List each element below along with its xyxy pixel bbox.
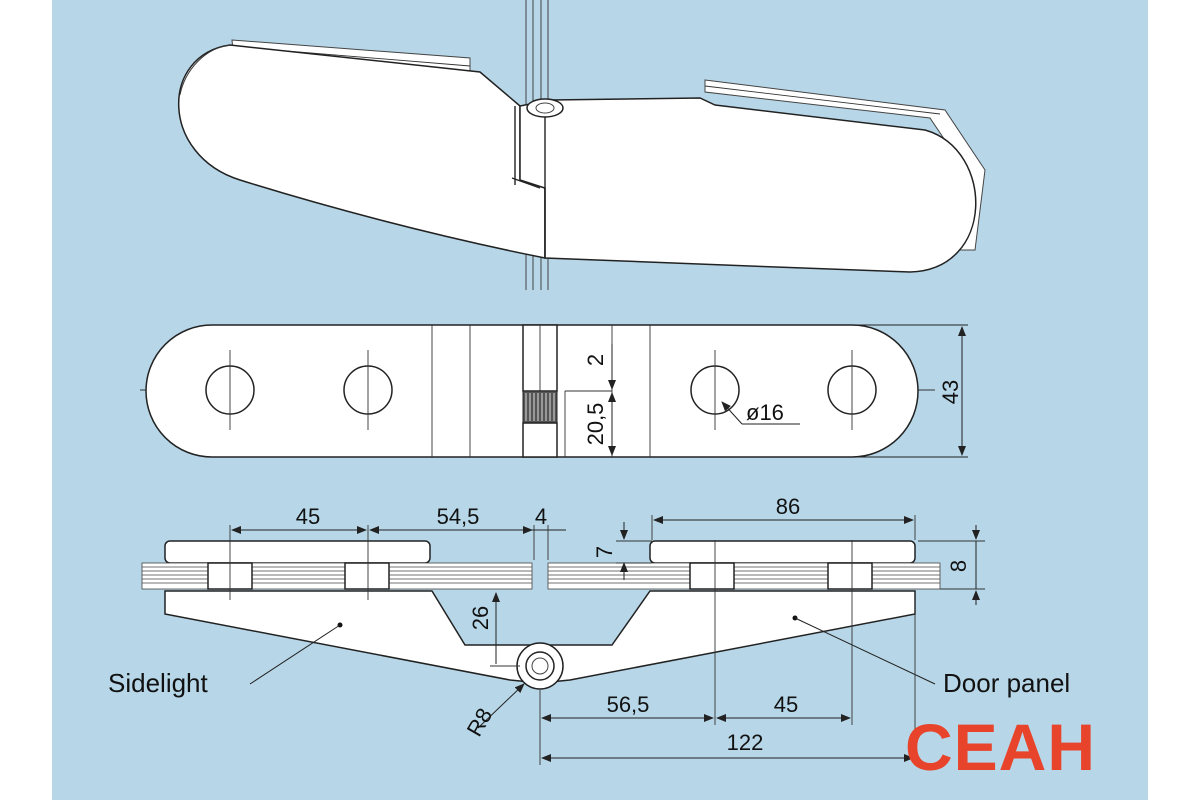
dim-56-5: 56,5 [607, 692, 650, 717]
front-view [140, 324, 968, 458]
dim-43: 43 [938, 380, 963, 404]
dim-86: 86 [776, 494, 800, 519]
dim-122: 122 [727, 730, 764, 755]
dim-20-5: 20,5 [583, 403, 608, 446]
perspective-view [178, 0, 986, 290]
dim-45-bottom: 45 [774, 692, 798, 717]
dim-r8: R8 [462, 704, 498, 741]
dim-4: 4 [535, 504, 547, 529]
dim-26: 26 [468, 606, 493, 630]
dim-diameter-16: ø16 [746, 400, 784, 425]
dim-7: 7 [592, 546, 617, 558]
dim-54-5: 54,5 [437, 504, 480, 529]
dim-2: 2 [583, 354, 608, 366]
label-sidelight: Sidelight [108, 668, 209, 698]
plan-view [141, 515, 985, 765]
dim-45-top: 45 [296, 504, 320, 529]
brand-logo: CEAH [905, 710, 1096, 784]
dim-8: 8 [946, 560, 971, 572]
label-door-panel: Door panel [943, 668, 1070, 698]
